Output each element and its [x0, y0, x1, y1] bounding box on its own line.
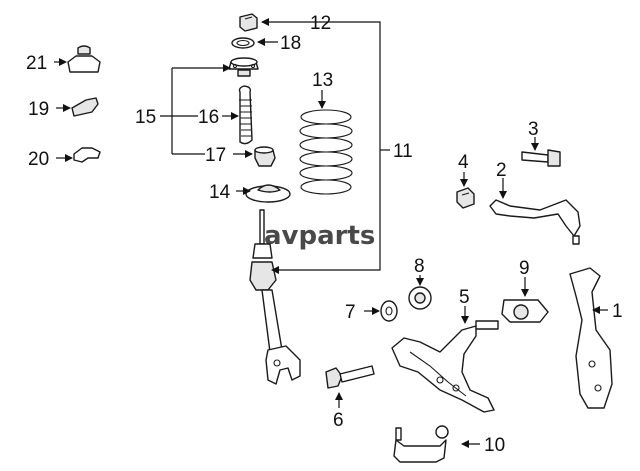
part-16-bellows-boot [238, 85, 253, 145]
part-18-washer [231, 37, 255, 49]
part-5-lower-control-arm [391, 320, 499, 413]
callout-13: 13 [312, 70, 333, 91]
callout-20: 20 [28, 149, 49, 170]
callout-4: 4 [458, 152, 469, 173]
leader-lines [54, 18, 608, 448]
callout-17: 17 [205, 145, 226, 166]
callout-12: 12 [310, 13, 331, 34]
callout-21: 21 [26, 53, 47, 74]
callout-9: 9 [519, 258, 530, 279]
part-12-nut [239, 13, 258, 32]
callout-15: 15 [135, 107, 156, 128]
callout-8: 8 [414, 256, 425, 277]
callout-2: 2 [496, 160, 507, 181]
part-11-shock-absorber [249, 209, 301, 385]
part-15-strut-mount [228, 57, 259, 77]
part-8-bushing [408, 286, 432, 310]
callout-7: 7 [345, 302, 356, 323]
part-9-bushing-bracket [501, 299, 549, 323]
part-2-upper-control-arm [489, 199, 581, 245]
callout-3: 3 [528, 119, 539, 140]
part-14-spring-seat [245, 184, 291, 203]
callout-6: 6 [333, 410, 344, 431]
part-21-nut [67, 45, 101, 73]
part-3-bolt [521, 149, 561, 167]
part-6-bolt [325, 365, 375, 389]
part-13-coil-spring [299, 109, 353, 195]
callout-11: 11 [393, 141, 413, 162]
watermark-text: avparts [264, 221, 375, 251]
callout-14: 14 [209, 182, 231, 203]
part-4-bushing [456, 187, 475, 209]
callout-16: 16 [198, 107, 219, 128]
part-1-steering-knuckle [569, 267, 613, 409]
part-20-clip [73, 147, 101, 163]
callout-19: 19 [28, 99, 49, 120]
part-7-washer [380, 300, 398, 322]
part-17-bump-stopper [254, 146, 276, 167]
callout-18: 18 [280, 33, 301, 54]
callout-1: 1 [612, 301, 623, 322]
part-10-ball-joint [393, 425, 449, 463]
part-19-bracket [71, 97, 99, 117]
callout-5: 5 [459, 287, 470, 308]
callout-10: 10 [484, 435, 505, 456]
